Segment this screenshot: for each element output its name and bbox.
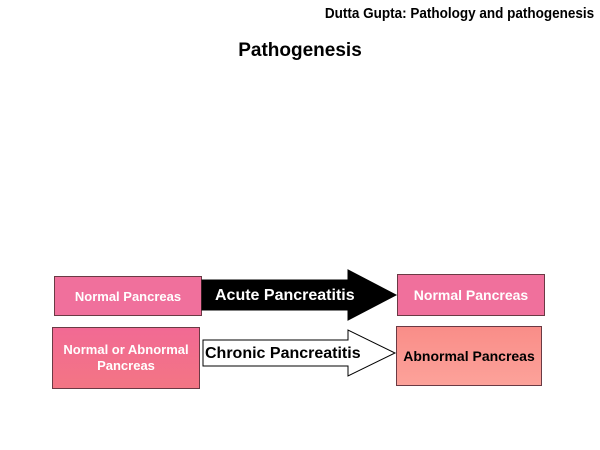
normal-pancreas-result-box: Normal Pancreas [397, 274, 545, 316]
chronic-arrow-shape [202, 329, 397, 377]
chronic-pancreatitis-arrow [202, 329, 397, 377]
abnormal-pancreas-box: Abnormal Pancreas [396, 326, 542, 386]
acute-pancreatitis-label: Acute Pancreatitis [215, 287, 355, 304]
normal-pancreas-result-label: Normal Pancreas [413, 287, 529, 303]
normal-pancreas-source-box: Normal Pancreas [54, 276, 202, 316]
acute-pancreatitis-arrow [201, 269, 398, 321]
normal-or-abnormal-pancreas-label: Normal or Abnormal Pancreas [63, 342, 189, 373]
normal-or-abnormal-pancreas-box: Normal or Abnormal Pancreas [52, 327, 200, 389]
chronic-pancreatitis-label: Chronic Pancreatitis [205, 345, 361, 362]
normal-pancreas-source-label: Normal Pancreas [74, 288, 182, 304]
acute-arrow-shape [201, 269, 398, 321]
abnormal-pancreas-label: Abnormal Pancreas [403, 348, 535, 364]
page-title: Pathogenesis [238, 40, 362, 61]
header-caption: Dutta Gupta: Pathology and pathogenesis [324, 5, 594, 22]
